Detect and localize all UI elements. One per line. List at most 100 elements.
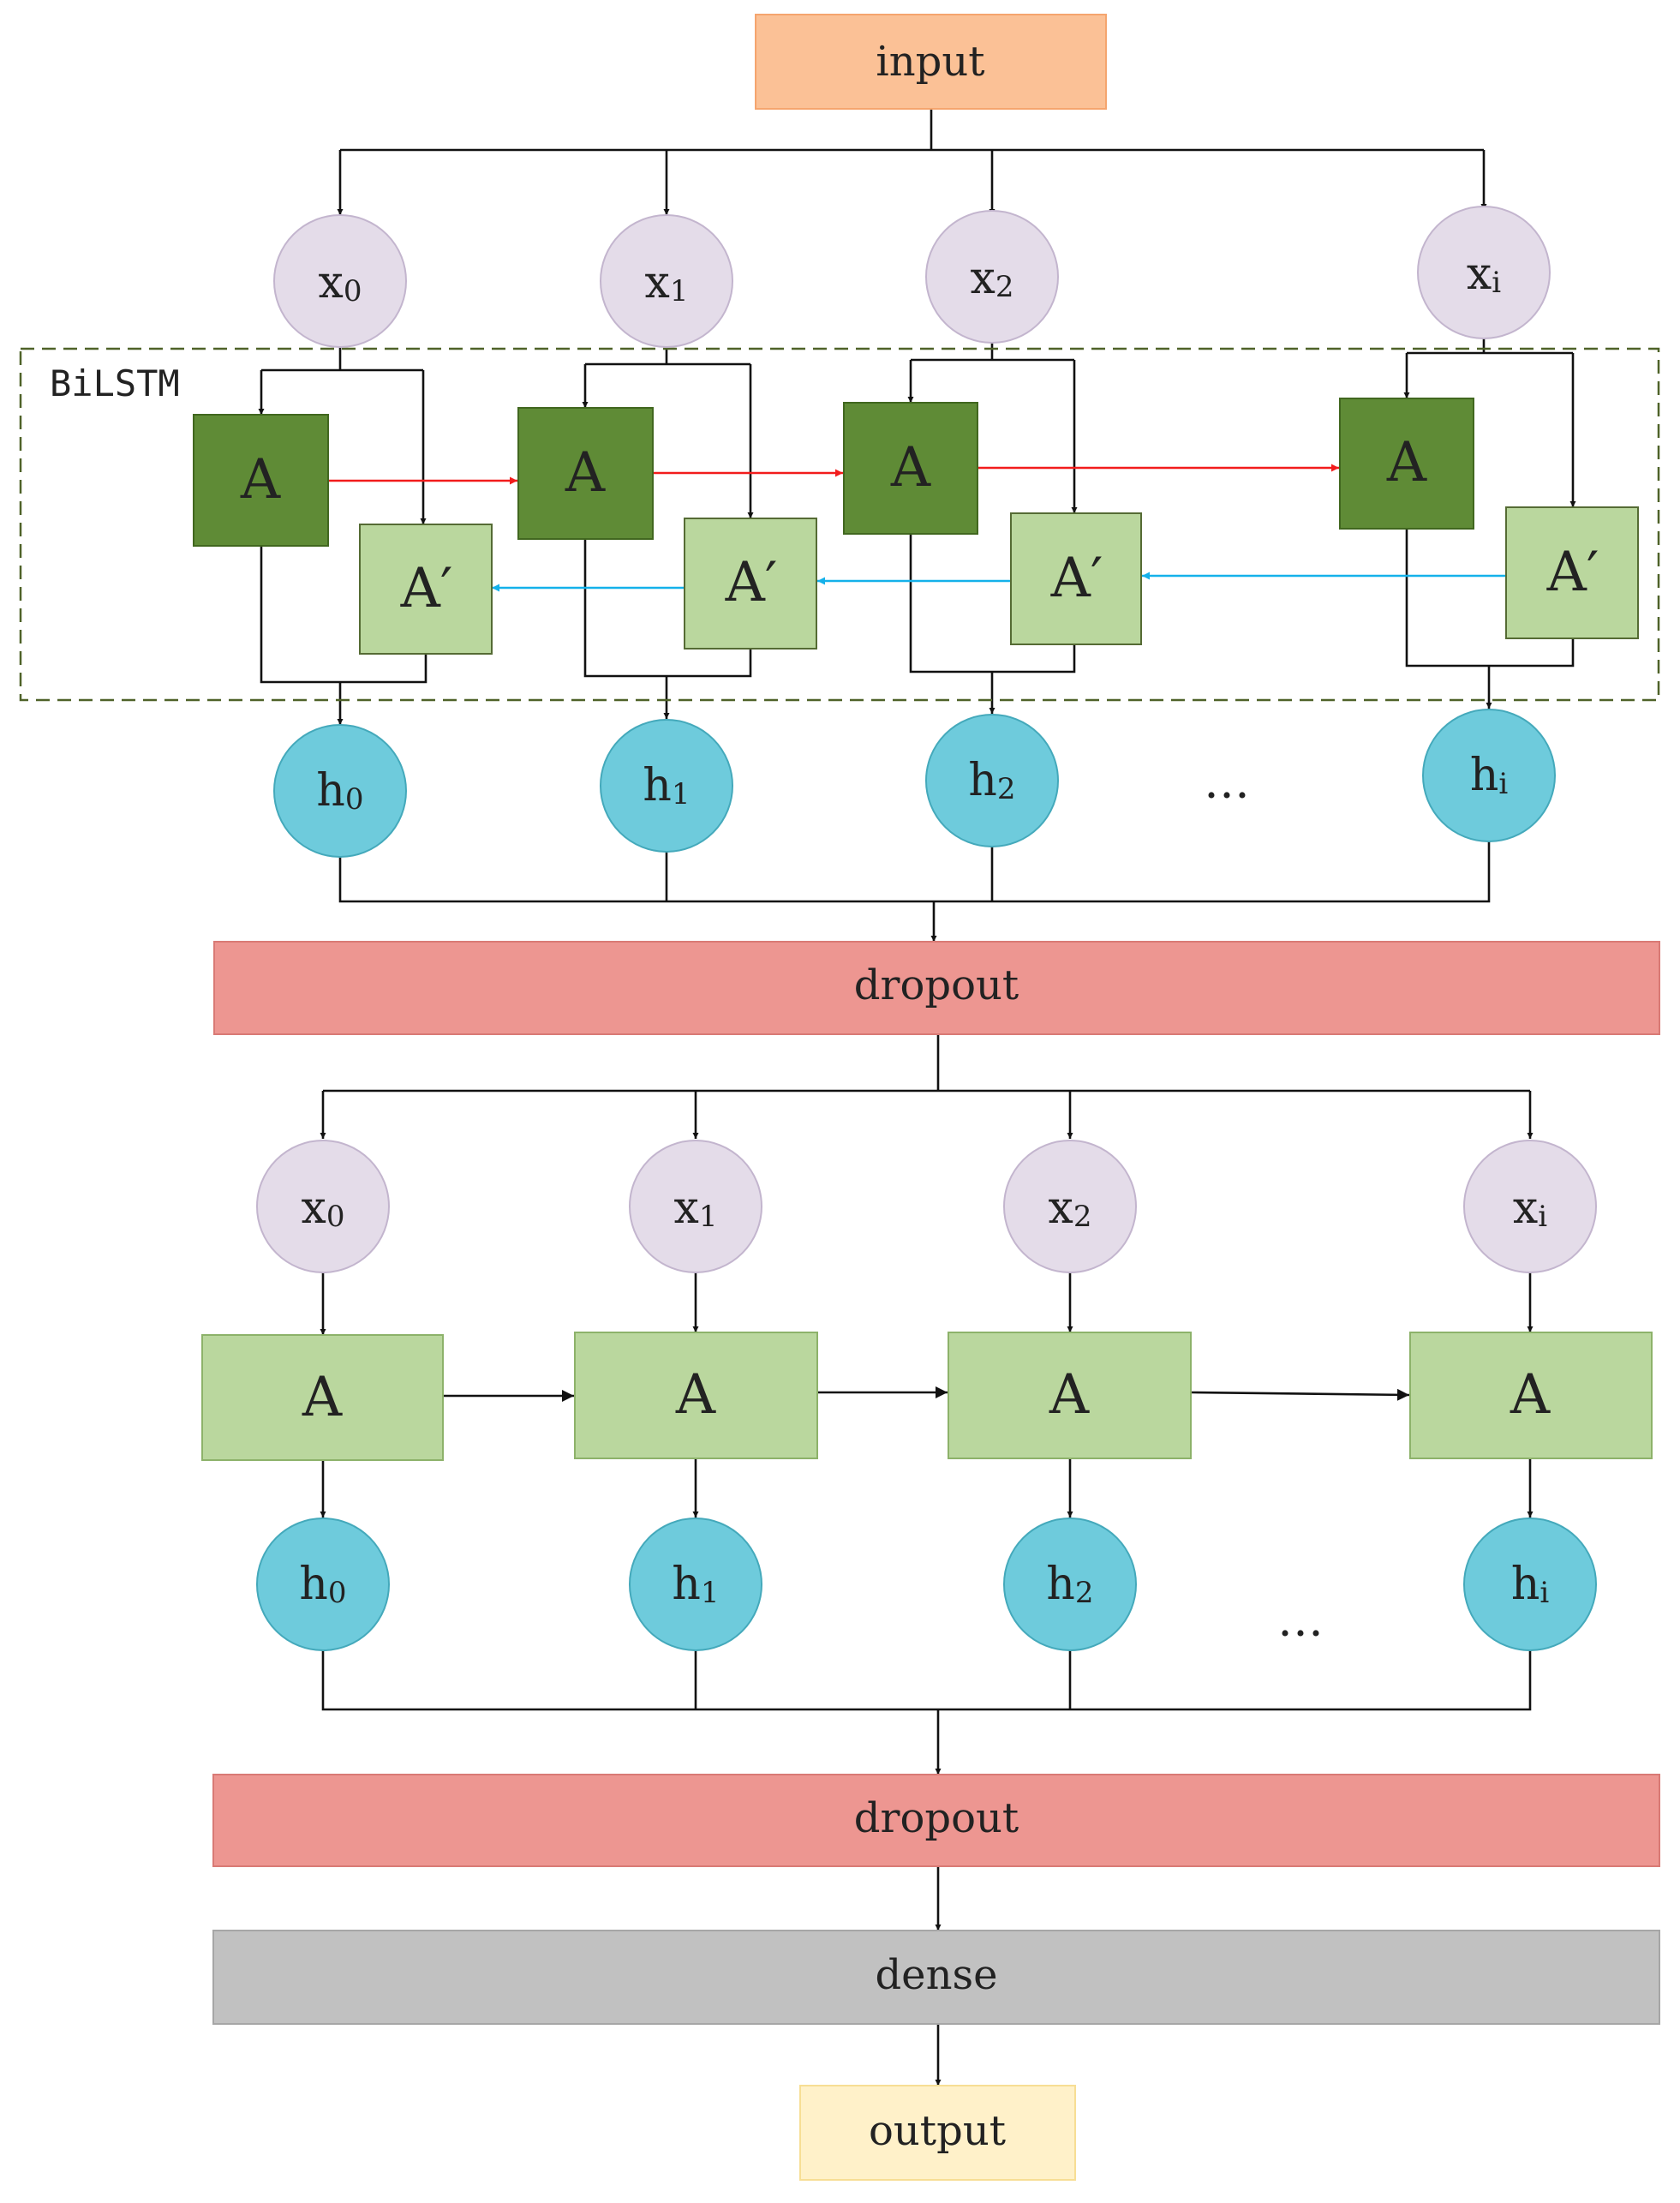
bilstm-ellipsis: … [1204,755,1250,809]
bilstm-frame-label: BiLSTM [50,362,180,404]
output-label: output [869,2107,1006,2155]
dropout-label-1: dropout [854,961,1019,1009]
bilstm-backward-cell-1: A′ [684,518,817,650]
x-node-base: x [302,1182,326,1234]
bilstm-backward-cell-label: A′ [400,557,453,620]
connector-merge-0 [260,546,427,684]
bilstm-forward-cell-0: A [193,414,329,547]
h-node-circle [600,719,733,853]
bilstm-backward-cell-rect [684,518,817,650]
x-node-base: x [319,257,344,308]
x-node-label: x1 [645,257,689,308]
connector-x0-split [261,347,423,372]
dense-label: dense [875,1951,997,1999]
connector-xi-split [1407,338,1573,355]
h-node-label: hi [1511,1559,1550,1610]
bilstm-output-node-0: h0 [273,724,407,858]
h-node-label: h1 [672,1559,719,1610]
bilstm-output-node-i: hi [1422,709,1556,842]
lstm-input-node-i: xi [1463,1140,1597,1273]
lstm-cell-label: A [675,1363,716,1427]
x-node-base: x [674,1182,699,1234]
connector-h-collect-2 [321,1650,1532,1711]
dense-rect [212,1930,1660,2025]
x-node-circle [629,1140,762,1273]
connector-merge-1 [583,539,752,678]
x-node-circle [600,214,733,348]
dropout-label-2: dropout [854,1794,1019,1842]
x-node-subscript: i [1492,266,1501,300]
bilstm-backward-cell-2: A′ [1010,512,1142,645]
x-node-subscript: 1 [670,274,689,308]
connector-x1-split [585,347,750,366]
connector-input-trunk [340,109,1484,152]
h-node-label: h2 [968,755,1015,806]
h-node-circle [273,724,407,858]
h-node-label: h0 [316,765,363,817]
h-node-circle [629,1518,762,1651]
h-node-subscript: 1 [672,777,691,811]
x-node-circle [1417,206,1551,339]
lstm-cell-i: A [1409,1332,1653,1459]
x-node-label: xi [1513,1182,1547,1234]
x-node-circle [1463,1140,1597,1273]
x-node-label: x2 [971,253,1014,304]
lstm-cell-rect [574,1332,818,1459]
h-node-circle [1422,709,1556,842]
h-node-subscript: 0 [328,1576,347,1610]
bilstm-forward-cell-rect [843,402,978,535]
bilstm-backward-cell-rect [359,524,493,655]
lstm-cell-label: A [1510,1363,1551,1427]
dropout-rect-1 [213,941,1660,1035]
h-node-base: h [1470,750,1499,801]
lstm-cell-2: A [948,1332,1192,1459]
connector-h-collect-1 [338,841,1491,903]
bilstm-backward-cell-label: A′ [1050,547,1103,610]
lstm-cell-label: A [302,1366,343,1429]
input-rect [755,14,1107,110]
lstm-output-node-2: h2 [1003,1518,1137,1651]
h-node-subscript: 2 [997,772,1016,806]
x-node-label: x2 [1049,1182,1092,1234]
bilstm-forward-cell-1: A [517,407,654,540]
lstm-cell-label: A [1049,1363,1090,1427]
bilstm-backward-cell-label: A′ [1546,541,1599,604]
output-rect [799,2085,1076,2181]
x-node-label: x0 [319,257,362,308]
bilstm-forward-cell-2: A [843,402,978,535]
lstm-ellipsis: … [1277,1593,1324,1647]
x-node-circle [925,210,1059,344]
h-node-circle [925,714,1059,847]
h-node-subscript: 2 [1075,1576,1094,1610]
lstm-cell-rect [1409,1332,1653,1459]
h-node-circle [1463,1518,1597,1651]
lstm-cell-rect [201,1334,444,1461]
bilstm-output-node-1: h1 [600,719,733,853]
backward-recurrent-arrows [492,572,1505,592]
x-node-base: x [1049,1182,1073,1234]
x-node-base: x [1513,1182,1538,1234]
bilstm-backward-cell-rect [1505,506,1639,639]
bilstm-input-node-1: x1 [600,214,733,348]
lstm-input-node-1: x1 [629,1140,762,1273]
x-node-circle [273,214,407,348]
h-node-circle [1003,1518,1137,1651]
lstm-output-node-0: h0 [256,1518,390,1651]
bilstm-backward-cell-i: A′ [1505,506,1639,639]
bilstm-input-node-2: x2 [925,210,1059,344]
h-node-base: h [672,1559,701,1610]
bilstm-forward-cell-rect [1339,398,1474,530]
x-node-circle [256,1140,390,1273]
lstm-cell-1: A [574,1332,818,1459]
x-node-subscript: 1 [699,1200,718,1234]
bilstm-forward-cell-label: A [890,436,931,500]
h-node-base: h [643,760,672,811]
h-node-base: h [1511,1559,1540,1610]
forward-recurrent-arrows [329,464,1339,485]
dropout-box-2: dropout [212,1774,1660,1867]
bilstm-input-node-i: xi [1417,206,1551,339]
bilstm-forward-cell-rect [517,407,654,540]
h-node-base: h [316,765,345,817]
x-node-subscript: 2 [995,270,1014,304]
x-node-label: x1 [674,1182,718,1234]
